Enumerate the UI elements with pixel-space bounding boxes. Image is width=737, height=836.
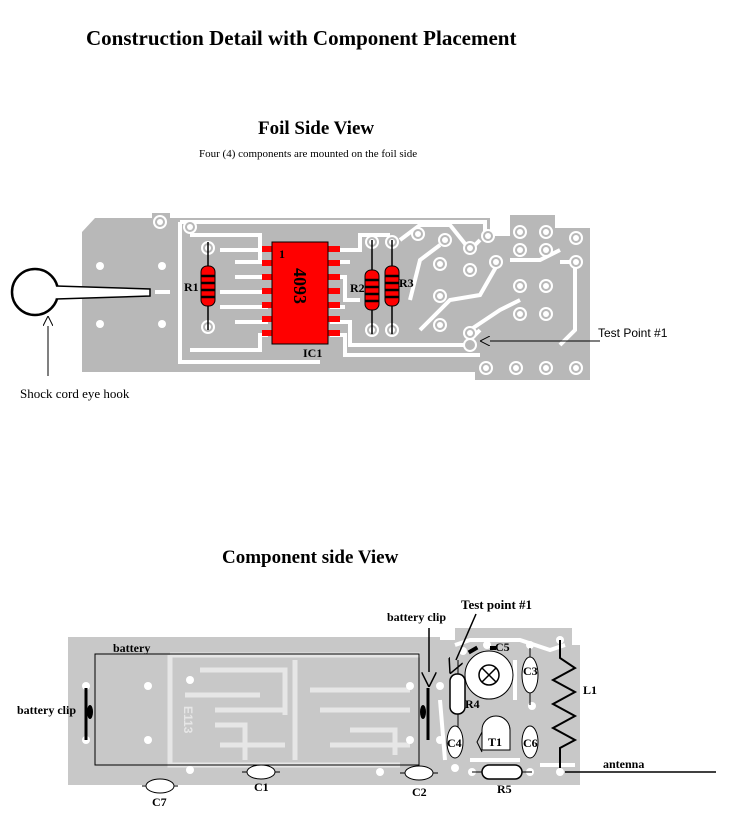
capacitor-c4 [446, 725, 464, 759]
r1-label: R1 [184, 280, 199, 294]
component-right-traces [438, 638, 575, 767]
foil-board [82, 213, 590, 380]
battery-clip-right-label: battery clip [387, 610, 446, 624]
ic1-label: IC1 [303, 346, 322, 360]
c4-label: C4 [447, 736, 462, 750]
board-marking: E113 [181, 706, 195, 734]
capacitor-c2 [400, 765, 438, 781]
eye-hook-label: Shock cord eye hook [20, 386, 130, 401]
capacitor-c7 [142, 778, 178, 794]
resistor-r2 [364, 240, 380, 334]
component-pads [82, 636, 564, 776]
test-point-1-label: Test point #1 [461, 597, 532, 612]
capacitor-c5 [464, 645, 514, 700]
page-title: Construction Detail with Component Place… [86, 26, 517, 50]
foil-side-subheading: Four (4) components are mounted on the f… [199, 148, 418, 160]
capacitor-c3 [521, 648, 539, 705]
transistor-t1 [476, 715, 511, 753]
ic1-chip [262, 241, 340, 345]
c2-label: C2 [412, 785, 427, 799]
antenna-label: antenna [603, 757, 644, 771]
test-point-label: Test Point #1 [598, 326, 668, 340]
component-side-heading: Component side View [222, 547, 399, 568]
capacitor-c1 [242, 764, 280, 780]
resistor-r5 [472, 764, 532, 780]
test-point-1-arrow [456, 613, 477, 660]
battery-label: battery [113, 641, 150, 655]
battery-clip-left [84, 688, 93, 740]
l1-label: L1 [583, 683, 597, 697]
r2-label: R2 [350, 281, 365, 295]
t1-label: T1 [488, 735, 502, 749]
r5-label: R5 [497, 782, 512, 796]
eye-hook [10, 267, 151, 317]
inductor-l1 [550, 640, 578, 768]
c5-label: C5 [495, 640, 510, 654]
c1-label: C1 [254, 780, 269, 794]
resistor-r4 [449, 660, 466, 730]
r3-label: R3 [399, 276, 414, 290]
foil-side-heading: Foil Side View [258, 118, 375, 139]
ic1-pin1-label: 1 [279, 247, 285, 261]
c3-label: C3 [523, 664, 538, 678]
battery-clip-right [420, 688, 430, 740]
ic1-part-number: 4093 [290, 268, 310, 304]
resistor-r1 [200, 242, 216, 330]
r4-label: R4 [465, 697, 480, 711]
capacitor-c6 [521, 725, 539, 759]
c7-label: C7 [152, 795, 167, 809]
resistor-r3 [384, 240, 400, 334]
c6-label: C6 [523, 736, 538, 750]
battery-clip-left-label: battery clip [17, 703, 76, 717]
